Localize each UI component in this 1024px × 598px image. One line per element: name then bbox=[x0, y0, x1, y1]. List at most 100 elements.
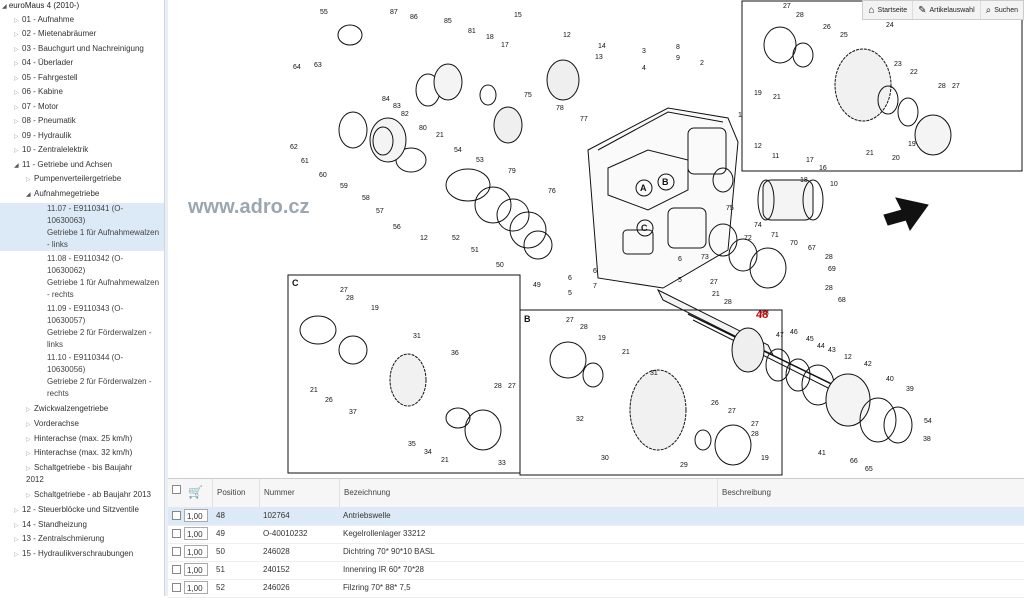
tree-item-06[interactable]: ▷06 - Kabine bbox=[14, 87, 63, 96]
tree-item-vorderachse[interactable]: ▷Vorderachse bbox=[26, 419, 79, 428]
tree-item-label[interactable]: Schaltgetriebe - ab Baujahr 2013 bbox=[34, 490, 151, 499]
tree-item-01[interactable]: ▷01 - Aufnahme bbox=[14, 15, 74, 24]
expand-icon[interactable]: ▷ bbox=[14, 90, 19, 96]
tree-item-label[interactable]: Hinterachse (max. 25 km/h) bbox=[34, 434, 133, 443]
tree-leaf-11-09[interactable]: 11.09 - E9110343 (O- 10630057) Getriebe … bbox=[0, 303, 164, 351]
expand-icon[interactable]: ▷ bbox=[26, 466, 31, 472]
tree-leaf-11-07[interactable]: 11.07 - E9110341 (O- 10630063) Getriebe … bbox=[0, 203, 164, 251]
tree-item-11[interactable]: ◢11 - Getriebe und Achsen bbox=[14, 160, 112, 169]
tree-item-label[interactable]: 08 - Pneumatik bbox=[22, 116, 76, 125]
tree-item-14[interactable]: ▷14 - Standheizung bbox=[14, 520, 87, 529]
tree-item-schaltgetriebe-ab[interactable]: ▷Schaltgetriebe - ab Baujahr 2013 bbox=[26, 490, 151, 499]
quantity-input[interactable]: 1,00 bbox=[184, 527, 208, 540]
collapse-icon[interactable]: ◢ bbox=[14, 163, 19, 169]
expand-icon[interactable]: ▷ bbox=[14, 61, 19, 67]
expand-icon[interactable]: ▷ bbox=[14, 552, 19, 558]
tree-item-label[interactable]: Vorderachse bbox=[34, 419, 79, 428]
col-description[interactable]: Beschreibung bbox=[717, 479, 1022, 507]
row-checkbox[interactable] bbox=[172, 547, 181, 556]
tree-item-07[interactable]: ▷07 - Motor bbox=[14, 102, 58, 111]
table-row[interactable]: 1,00 51 240152 Innenring IR 60* 70*28 bbox=[168, 561, 1024, 580]
search-button[interactable]: ⌕ Suchen bbox=[981, 1, 1023, 19]
tree-item-label[interactable]: 05 - Fahrgestell bbox=[22, 73, 78, 82]
row-checkbox[interactable] bbox=[172, 511, 181, 520]
tree-item-label[interactable]: 07 - Motor bbox=[22, 102, 59, 111]
tree-item-label[interactable]: 11 - Getriebe und Achsen bbox=[22, 160, 113, 169]
tree-item-zwickwalzen[interactable]: ▷Zwickwalzengetriebe bbox=[26, 404, 108, 413]
tree-item-aufnahmegetriebe[interactable]: ◢Aufnahmegetriebe bbox=[26, 189, 99, 198]
expand-icon[interactable]: ▷ bbox=[14, 134, 19, 140]
home-button[interactable]: ⌂ Startseite bbox=[863, 1, 914, 19]
collapse-icon[interactable]: ◢ bbox=[26, 192, 31, 198]
row-checkbox[interactable] bbox=[172, 583, 181, 592]
pane-splitter[interactable] bbox=[165, 0, 168, 596]
expand-icon[interactable]: ▷ bbox=[14, 523, 19, 529]
tree-item-05[interactable]: ▷05 - Fahrgestell bbox=[14, 73, 78, 82]
tree-item-label[interactable]: 09 - Hydraulik bbox=[22, 131, 72, 140]
tree-item-hinterachse-25[interactable]: ▷Hinterachse (max. 25 km/h) bbox=[26, 434, 132, 443]
expand-icon[interactable]: ▷ bbox=[14, 32, 19, 38]
table-row[interactable]: 1,00 52 246026 Filzring 70* 88* 7,5 bbox=[168, 579, 1024, 598]
tree-item-label[interactable]: Zwickwalzengetriebe bbox=[34, 404, 109, 413]
expand-icon[interactable]: ▷ bbox=[26, 422, 31, 428]
tree-item-pumpenverteiler[interactable]: ▷Pumpenverteilergetriebe bbox=[26, 174, 121, 183]
cart-icon[interactable]: 🛒 bbox=[188, 485, 203, 499]
tree-item-label[interactable]: 01 - Aufnahme bbox=[22, 15, 75, 24]
expand-icon[interactable]: ▷ bbox=[26, 177, 31, 183]
highlighted-position[interactable]: 48 bbox=[756, 309, 768, 321]
tree-item-schaltgetriebe-bis[interactable]: ▷Schaltgetriebe - bis Baujahr bbox=[26, 463, 132, 472]
col-name[interactable]: Bezeichnung bbox=[339, 479, 714, 507]
quantity-input[interactable]: 1,00 bbox=[184, 545, 208, 558]
tree-item-12[interactable]: ▷12 - Steuerblöcke und Sitzventile bbox=[14, 505, 139, 514]
select-all-checkbox[interactable] bbox=[172, 485, 181, 494]
tree-item-label[interactable]: 02 - Mietenabräumer bbox=[22, 29, 97, 38]
tree-item-label[interactable]: 12 - Steuerblöcke und Sitzventile bbox=[22, 505, 139, 514]
tree-item-03[interactable]: ▷03 - Bauchgurt und Nachreinigung bbox=[14, 44, 144, 53]
tree-item-label[interactable]: Schaltgetriebe - bis Baujahr bbox=[34, 463, 133, 472]
col-position[interactable]: Position bbox=[212, 479, 257, 507]
table-row[interactable]: 1,00 50 246028 Dichtring 70* 90*10 BASL bbox=[168, 543, 1024, 562]
row-checkbox[interactable] bbox=[172, 565, 181, 574]
table-row[interactable]: 1,00 49 O-40010232 Kegelrollenlager 3321… bbox=[168, 525, 1024, 544]
tree-item-13[interactable]: ▷13 - Zentralschmierung bbox=[14, 534, 104, 543]
tree-item-label[interactable]: 04 - Überlader bbox=[22, 58, 74, 67]
tree-item-15[interactable]: ▷15 - Hydraulikverschraubungen bbox=[14, 549, 133, 558]
tree-item-02[interactable]: ▷02 - Mietenabräumer bbox=[14, 29, 96, 38]
quantity-input[interactable]: 1,00 bbox=[184, 563, 208, 576]
expand-icon[interactable]: ▷ bbox=[14, 18, 19, 24]
expand-icon[interactable]: ▷ bbox=[14, 119, 19, 125]
tree-item-label[interactable]: 10 - Zentralelektrik bbox=[22, 145, 89, 154]
tree-item-label[interactable]: 14 - Standheizung bbox=[22, 520, 87, 529]
tree-item-08[interactable]: ▷08 - Pneumatik bbox=[14, 116, 76, 125]
collapse-icon[interactable]: ◢ bbox=[2, 4, 7, 10]
tree-item-09[interactable]: ▷09 - Hydraulik bbox=[14, 131, 71, 140]
articles-button[interactable]: ✎ Artikelauswahl bbox=[913, 1, 981, 19]
quantity-input[interactable]: 1,00 bbox=[184, 581, 208, 594]
expand-icon[interactable]: ▷ bbox=[14, 508, 19, 514]
table-row[interactable]: 1,00 48 102764 Antriebswelle bbox=[168, 507, 1024, 526]
tree-item-10[interactable]: ▷10 - Zentralelektrik bbox=[14, 145, 88, 154]
tree-item-hinterachse-32[interactable]: ▷Hinterachse (max. 32 km/h) bbox=[26, 448, 132, 457]
expand-icon[interactable]: ▷ bbox=[26, 407, 31, 413]
tree-item-label[interactable]: 03 - Bauchgurt und Nachreinigung bbox=[22, 44, 144, 53]
tree-item-label[interactable]: Hinterachse (max. 32 km/h) bbox=[34, 448, 133, 457]
tree-item-label[interactable]: Aufnahmegetriebe bbox=[34, 189, 100, 198]
row-checkbox[interactable] bbox=[172, 529, 181, 538]
expand-icon[interactable]: ▷ bbox=[14, 105, 19, 111]
tree-leaf-11-08[interactable]: 11.08 - E9110342 (O- 10630062) Getriebe … bbox=[0, 253, 164, 301]
expand-icon[interactable]: ▷ bbox=[26, 493, 31, 499]
tree-item-label[interactable]: 13 - Zentralschmierung bbox=[22, 534, 105, 543]
tree-item-label[interactable]: 15 - Hydraulikverschraubungen bbox=[22, 549, 134, 558]
tree-item-04[interactable]: ▷04 - Überlader bbox=[14, 58, 73, 67]
quantity-input[interactable]: 1,00 bbox=[184, 509, 208, 522]
expand-icon[interactable]: ▷ bbox=[26, 437, 31, 443]
expand-icon[interactable]: ▷ bbox=[26, 451, 31, 457]
expand-icon[interactable]: ▷ bbox=[14, 47, 19, 53]
expand-icon[interactable]: ▷ bbox=[14, 537, 19, 543]
tree-leaf-11-10[interactable]: 11.10 - E9110344 (O- 10630056) Getriebe … bbox=[0, 352, 164, 400]
tree-item-label[interactable]: 06 - Kabine bbox=[22, 87, 63, 96]
tree-item-label[interactable]: Pumpenverteilergetriebe bbox=[34, 174, 122, 183]
tree-root[interactable]: ◢ euroMaus 4 (2010-) bbox=[2, 1, 79, 10]
col-number[interactable]: Nummer bbox=[259, 479, 336, 507]
